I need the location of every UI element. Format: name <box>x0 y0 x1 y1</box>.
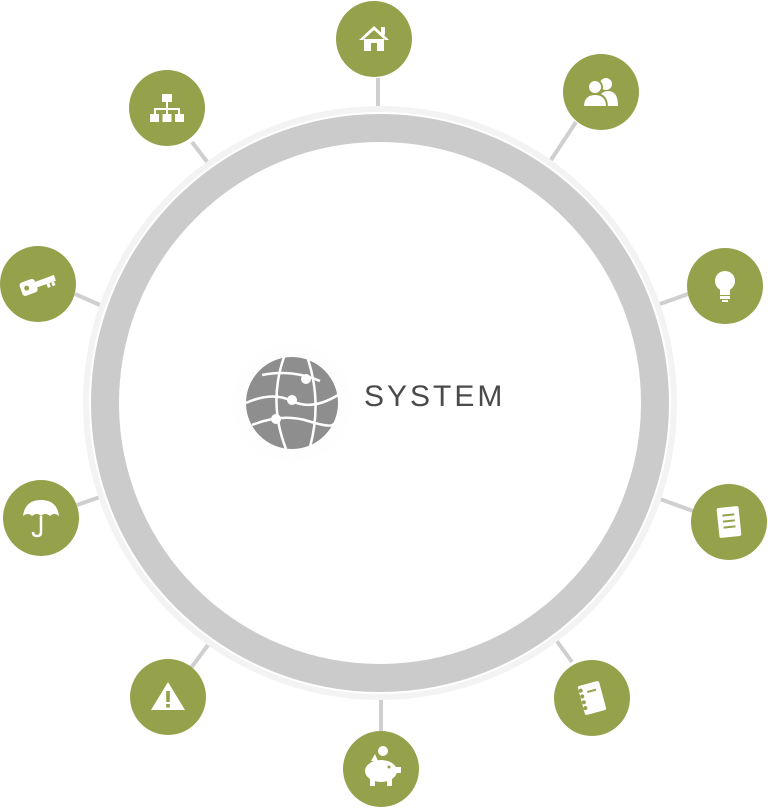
node-structure[interactable] <box>129 70 205 146</box>
lightbulb-icon <box>715 271 735 302</box>
node-document[interactable] <box>691 484 767 560</box>
node-savings[interactable] <box>343 731 419 807</box>
node-insurance[interactable] <box>3 480 79 556</box>
node-access[interactable] <box>0 246 76 322</box>
connector-warning <box>189 643 210 670</box>
connector-document <box>659 497 694 513</box>
system-label: SYSTEM <box>364 380 506 413</box>
connector-notebook <box>554 638 574 664</box>
system-ring-shadow <box>83 106 677 700</box>
piggy-bank-icon <box>365 746 401 786</box>
notebook-icon <box>577 681 607 715</box>
node-notebook[interactable] <box>554 660 630 736</box>
system-ring <box>91 114 669 692</box>
connectors <box>74 78 694 732</box>
node-idea[interactable] <box>687 248 763 324</box>
node-home[interactable] <box>336 1 412 77</box>
document-icon <box>716 506 742 538</box>
globe-network-icon <box>245 356 339 450</box>
node-users[interactable] <box>563 54 639 130</box>
sitemap-icon <box>150 94 184 122</box>
key-icon <box>19 275 56 296</box>
users-icon <box>581 78 618 108</box>
connector-structure <box>190 140 210 165</box>
connector-access <box>74 292 101 307</box>
warning-icon <box>151 682 185 710</box>
connector-insurance <box>76 495 101 507</box>
connector-idea <box>659 292 689 306</box>
connector-users <box>549 120 578 162</box>
home-icon <box>359 26 389 51</box>
node-warning[interactable] <box>130 659 206 735</box>
umbrella-icon <box>23 500 59 538</box>
